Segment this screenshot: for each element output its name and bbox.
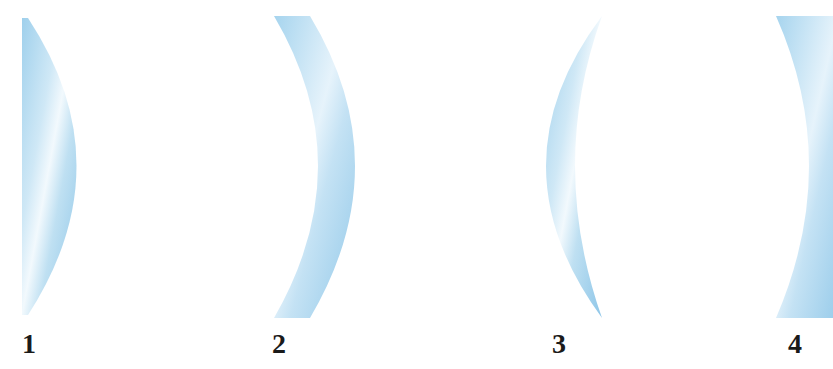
lens-number: 4	[788, 330, 802, 358]
lens-number: 2	[272, 330, 286, 358]
convex-meniscus-lens	[546, 16, 602, 318]
meniscus-lens	[274, 16, 355, 318]
plano-concave-lens	[776, 16, 833, 318]
lens-number: 1	[22, 330, 36, 358]
lens-number: 3	[552, 330, 566, 358]
plano-convex-lens	[22, 18, 77, 315]
